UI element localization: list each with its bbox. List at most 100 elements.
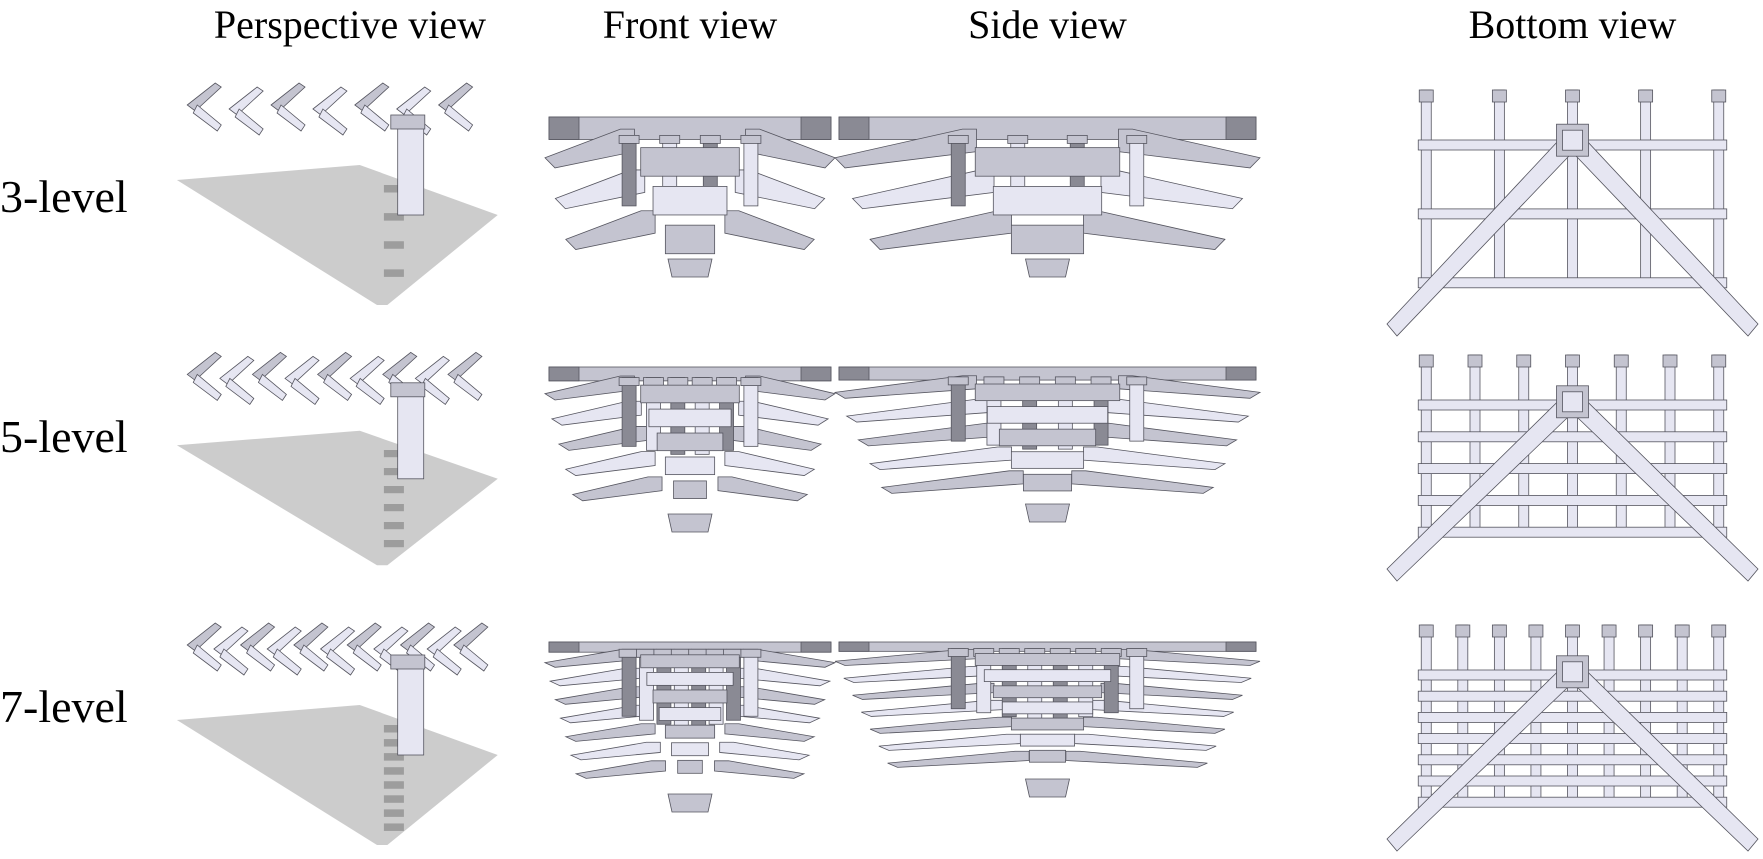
perspective-slab (219, 355, 255, 385)
cantilever-arm (550, 400, 642, 426)
cantilever-arm (1118, 375, 1262, 399)
bearing-block (1025, 258, 1070, 278)
member-end-cap (1455, 624, 1471, 638)
post-cap (659, 134, 681, 144)
member-end-cap (1418, 624, 1434, 638)
vertical-post (743, 648, 759, 717)
perspective-slab (399, 622, 436, 652)
horizontal-member (1417, 796, 1728, 808)
perspective-arm (246, 644, 276, 672)
horizontal-member (1417, 277, 1728, 289)
cantilever-arm (719, 741, 811, 761)
cantilever-arm (845, 399, 989, 423)
bearing-block (667, 793, 713, 813)
top-beam-end (838, 116, 870, 140)
central-bracket-block (1010, 451, 1085, 469)
cantilever-arm (724, 210, 815, 250)
shadow-stripe (383, 241, 404, 249)
post-cap (716, 377, 737, 387)
horizontal-member (1417, 526, 1728, 538)
vertical-post (950, 376, 966, 442)
cantilever-arm (1106, 399, 1250, 423)
shadow-stripe (383, 795, 404, 803)
vertical-member (1420, 89, 1432, 284)
post-cap (643, 377, 664, 387)
central-bracket-block (677, 759, 703, 774)
side-view-5-level (833, 365, 1262, 530)
central-bracket-block (992, 186, 1103, 216)
cantilever-arm (1071, 470, 1215, 494)
perspective-arm (234, 108, 264, 136)
perspective-arm (459, 644, 489, 672)
cast-shadow (176, 165, 498, 305)
perspective-arm (192, 644, 222, 672)
perspective-slab (319, 626, 356, 656)
perspective-slab (396, 86, 432, 116)
cantilever-arm (1100, 169, 1244, 210)
vertical-member (1640, 89, 1652, 284)
post-cap (691, 377, 713, 387)
col-header-front: Front view (602, 2, 778, 47)
member-end-cap (1662, 354, 1678, 368)
central-block-inner (1562, 391, 1583, 413)
vertical-post (743, 377, 759, 447)
horizontal-member (1417, 463, 1728, 474)
bottom-view-7-level (1385, 615, 1760, 855)
member-end-cap (1565, 89, 1580, 103)
perspective-arm (276, 104, 306, 132)
central-bracket-block (671, 742, 709, 757)
row-label-7-level: 7-level (0, 681, 128, 732)
member-end-cap (1491, 624, 1507, 638)
perspective-column-cap (390, 382, 426, 398)
horizontal-member (1417, 733, 1728, 744)
central-block-inner (1562, 661, 1583, 683)
central-bracket-block (652, 689, 728, 704)
post-cap (699, 134, 721, 144)
member-end-cap (1528, 624, 1544, 638)
vertical-post (621, 648, 637, 717)
cantilever-arm (868, 446, 1012, 471)
post-cap (1007, 134, 1029, 144)
side-view-7-level (834, 640, 1261, 805)
top-beam (548, 366, 832, 382)
central-bracket-block (998, 428, 1097, 447)
cantilever-arm (869, 716, 1012, 734)
vertical-post (621, 134, 637, 207)
cantilever-arm (852, 682, 995, 700)
perspective-slab (312, 86, 348, 116)
central-bracket-block (646, 672, 734, 686)
perspective-slab (251, 351, 288, 381)
bearing-block (667, 258, 713, 278)
shadow-stripe (383, 450, 404, 458)
central-bracket-block (664, 224, 716, 255)
central-bracket-block (673, 480, 707, 499)
cast-shadow (176, 705, 498, 845)
row-label-5-level: 5-level (0, 411, 128, 462)
shadow-stripe (383, 213, 404, 221)
cantilever-arm (714, 760, 806, 779)
shadow-stripe (383, 823, 404, 831)
top-beam-end (1225, 366, 1257, 381)
perspective-view-3-level (170, 60, 515, 310)
top-beam-end (800, 116, 832, 140)
horizontal-member (1417, 494, 1728, 506)
cantilever-arm (851, 169, 995, 210)
cantilever-arm (1083, 446, 1227, 471)
central-bracket-block (1001, 701, 1094, 715)
top-beam (838, 116, 1257, 140)
perspective-column (397, 119, 425, 216)
front-view-7-level (543, 640, 837, 820)
post-cap (1126, 134, 1148, 144)
post-cap (618, 648, 640, 658)
post-cap (618, 134, 640, 144)
top-beam (548, 116, 832, 140)
perspective-slab (346, 622, 382, 652)
perspective-slab (414, 355, 450, 385)
front-view-5-level (543, 365, 837, 540)
central-bracket-block (974, 147, 1121, 177)
bottom-view-3-level (1385, 80, 1760, 340)
perspective-slab (293, 622, 329, 652)
top-beam (838, 366, 1257, 381)
perspective-arm (323, 373, 353, 401)
shadow-stripe (383, 486, 404, 494)
